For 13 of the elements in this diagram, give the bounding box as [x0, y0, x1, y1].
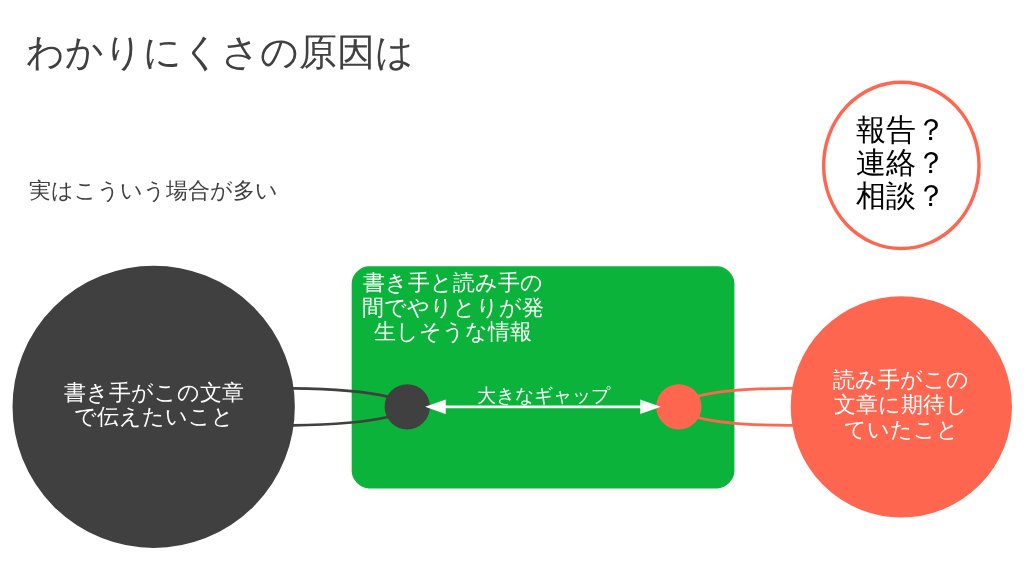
diagram-title: わかりにくさの原因は: [25, 28, 414, 74]
edge-label: 大きなギャップ: [476, 383, 610, 407]
node-circle: [656, 384, 702, 430]
connector: [292, 415, 388, 427]
label: 実はこういう場合が多い: [29, 178, 279, 204]
node-circle: 報告？ 連絡？ 相談？: [821, 80, 981, 251]
connector: [292, 387, 388, 398]
node-circle: 書き手がこの文章で伝えたいこと: [12, 265, 295, 548]
connector: [697, 416, 795, 427]
arrow: [425, 399, 661, 415]
connector: [697, 386, 795, 398]
node-circle: [384, 384, 430, 430]
node-circle: 読み手がこの文章に期待していたこと: [790, 296, 1012, 518]
